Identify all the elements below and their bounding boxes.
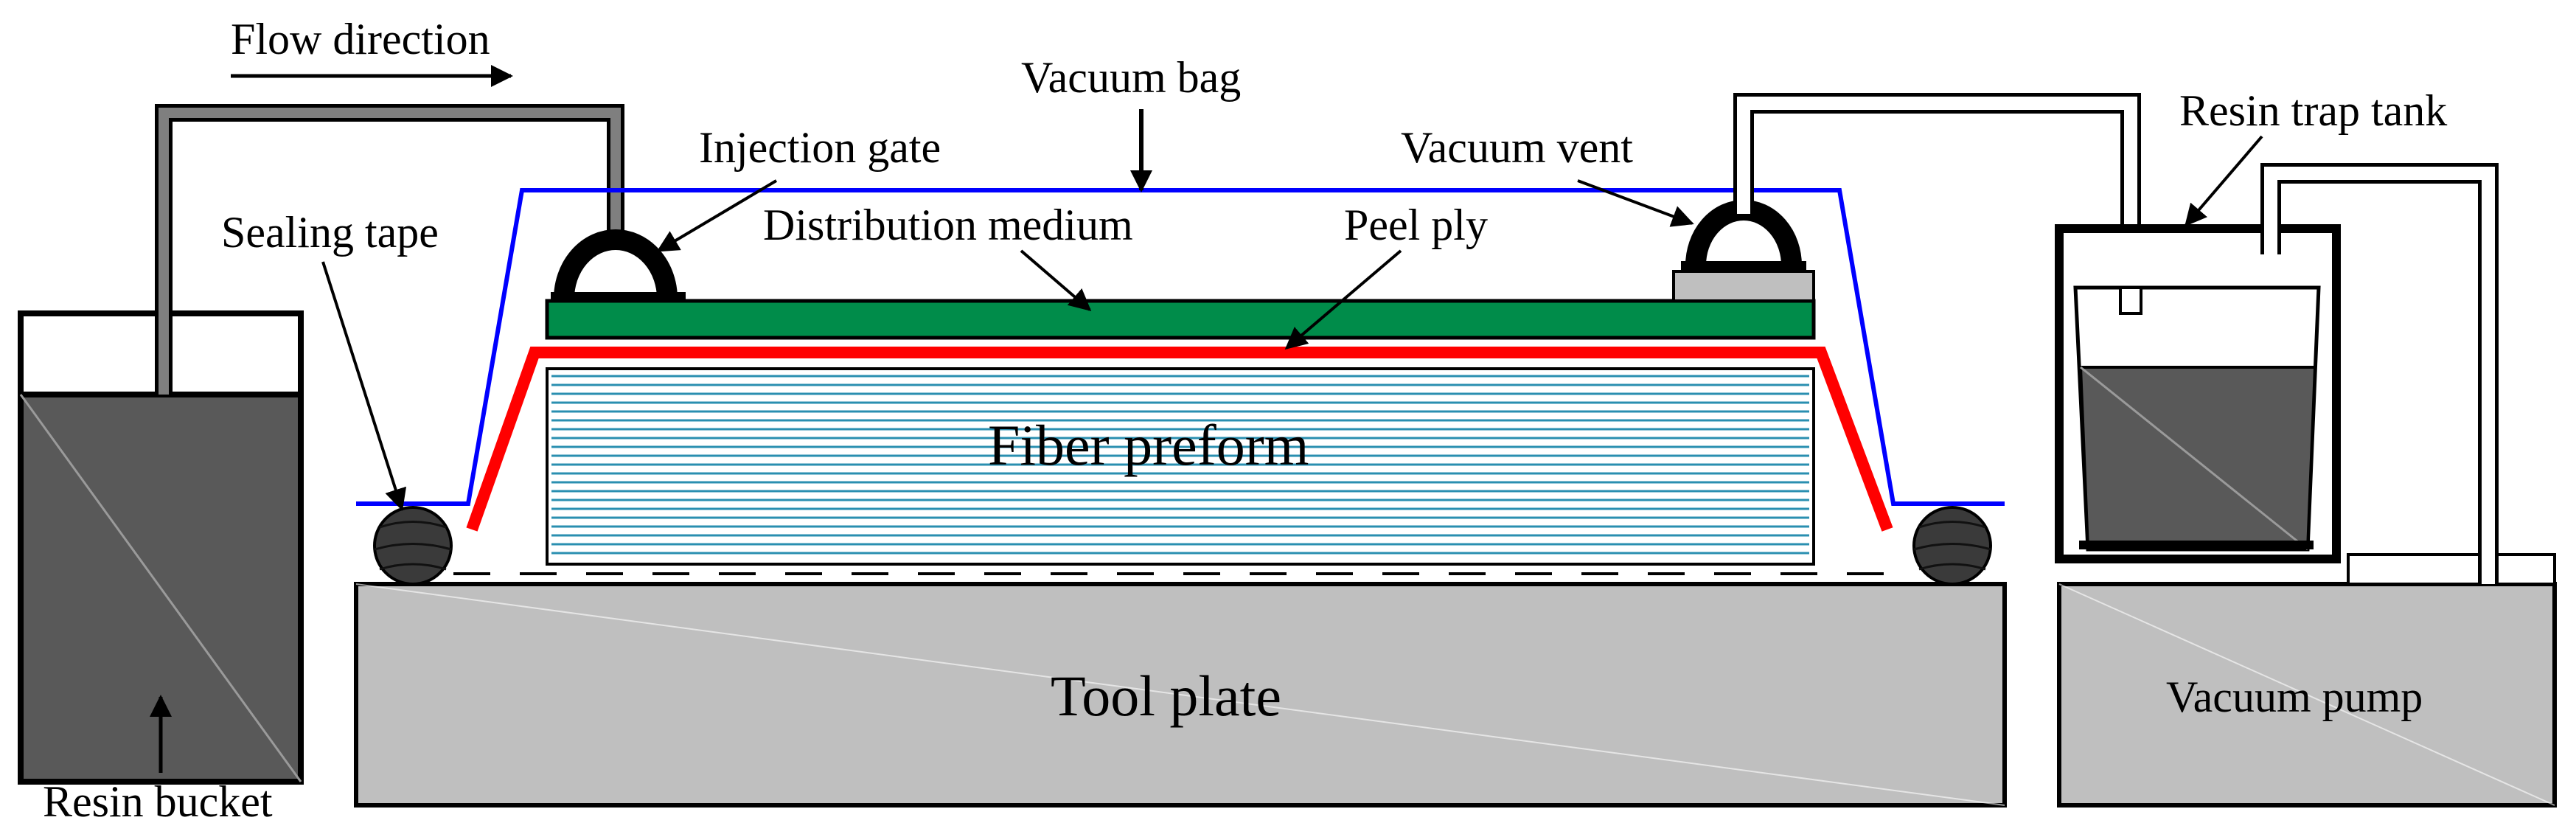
resin-trap-tank-label: Resin trap tank <box>2179 86 2447 135</box>
distribution-medium-arrow <box>1020 249 1092 311</box>
injection-gate-label: Injection gate <box>699 123 941 172</box>
sealing-tape-right <box>1912 506 1992 586</box>
vacuum-line-inlet <box>2119 286 2142 315</box>
vacuum-vent <box>1672 200 1815 302</box>
tool-plate-label: Tool plate <box>1051 664 1281 728</box>
resin-trap-tank <box>2055 224 2341 563</box>
peel-ply-label: Peel ply <box>1344 201 1488 249</box>
vacuum-vent-label: Vacuum vent <box>1401 123 1633 172</box>
resin-supply-pipe <box>155 104 624 395</box>
fiber-preform-label: Fiber preform <box>988 413 1309 477</box>
pump-line <box>2260 163 2499 584</box>
vacuum-pump <box>2057 553 2557 808</box>
resin-trap-tank-arrow <box>2185 135 2263 227</box>
vacuum-line <box>1733 93 2141 313</box>
flow-direction-label: Flow direction <box>231 15 490 63</box>
injection-gate-arrow <box>656 179 778 252</box>
sealing-tape-left <box>373 506 453 586</box>
vacuum-bag <box>356 188 2005 506</box>
tool-plate <box>354 582 2007 808</box>
peel-ply-arrow <box>1284 249 1402 350</box>
distribution-medium <box>545 299 1816 340</box>
injection-gate <box>551 229 686 301</box>
sealing-tape-arrow <box>321 261 407 511</box>
resin-bucket-label: Resin bucket <box>43 777 273 826</box>
distribution-medium-label: Distribution medium <box>763 201 1133 249</box>
peel-ply <box>466 347 1893 532</box>
vacuum-vent-arrow <box>1577 179 1694 227</box>
fiber-preform <box>546 367 1815 566</box>
vacuum-pump-label: Vacuum pump <box>2166 673 2423 721</box>
sealing-tape-label: Sealing tape <box>221 208 439 257</box>
vacuum-bag-label: Vacuum bag <box>1021 53 1241 102</box>
